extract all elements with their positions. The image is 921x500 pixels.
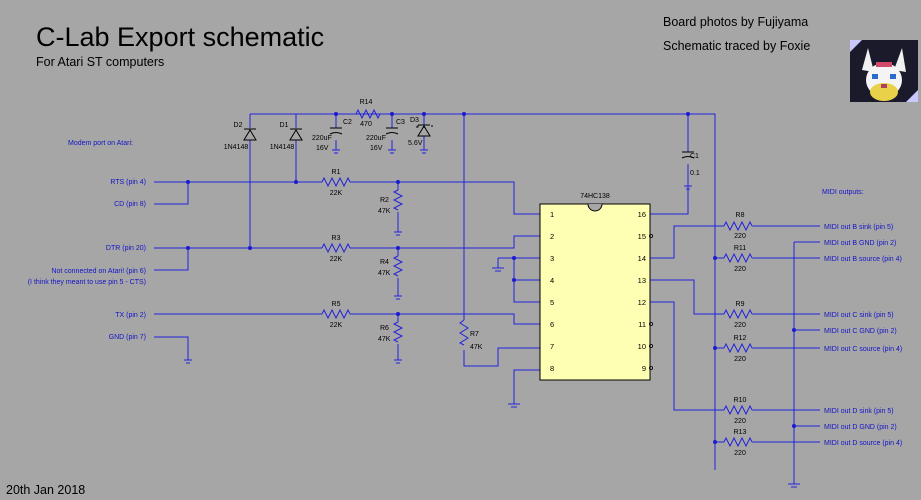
ic-pin-right-14: 14 bbox=[638, 254, 646, 263]
rts-label: RTS (pin 4) bbox=[110, 179, 146, 186]
credit-trace: Schematic traced by Foxie bbox=[663, 39, 810, 53]
ic-pin-right-11: 11 bbox=[638, 320, 646, 329]
dtr-label: DTR (pin 20) bbox=[106, 245, 146, 252]
r2-ref: R2 bbox=[380, 197, 389, 204]
r5-ref: R5 bbox=[332, 301, 341, 308]
d3-value: 5.6V bbox=[408, 140, 423, 147]
c2-value1: 220uF bbox=[312, 135, 332, 142]
c1-ref: C1 bbox=[690, 153, 699, 160]
schematic-subtitle: For Atari ST computers bbox=[36, 55, 164, 69]
r2-value: 47K bbox=[378, 208, 391, 215]
r1-value: 22K bbox=[330, 190, 343, 197]
midi-b-gnd: MIDI out B GND (pin 2) bbox=[824, 240, 896, 247]
c1-value: 0.1 bbox=[690, 170, 700, 177]
ic-pin-right-9: 9 bbox=[642, 364, 646, 373]
r10-value: 220 bbox=[734, 418, 746, 425]
ic-pin-left-8: 8 bbox=[550, 364, 554, 373]
r7-value: 47K bbox=[470, 344, 483, 351]
junctions bbox=[186, 112, 796, 444]
midi-d-sink: MIDI out D sink (pin 5) bbox=[824, 408, 894, 415]
d2-ref: D2 bbox=[234, 122, 243, 129]
midi-c-sink: MIDI out C sink (pin 5) bbox=[824, 312, 894, 319]
c3-value2: 16V bbox=[370, 145, 383, 152]
r7-ref: R7 bbox=[470, 331, 479, 338]
midi-c-gnd: MIDI out C GND (pin 2) bbox=[824, 328, 897, 335]
c3-value1: 220uF bbox=[366, 135, 386, 142]
d1-ref: D1 bbox=[280, 122, 289, 129]
r9-value: 220 bbox=[734, 322, 746, 329]
d1-value: 1N4148 bbox=[270, 144, 295, 151]
r3-value: 22K bbox=[330, 256, 343, 263]
tx-label: TX (pin 2) bbox=[115, 312, 146, 319]
fox-avatar bbox=[850, 40, 918, 102]
r9-ref: R9 bbox=[736, 301, 745, 308]
r14-value: 470 bbox=[360, 121, 372, 128]
r12-ref: R12 bbox=[734, 335, 747, 342]
r5-value: 22K bbox=[330, 322, 343, 329]
c2-ref: C2 bbox=[343, 119, 352, 126]
nc-note-label: (I think they meant to use pin 5 - CTS) bbox=[28, 279, 146, 286]
ic-pin-left-6: 6 bbox=[550, 320, 554, 329]
discrete-components bbox=[243, 124, 695, 159]
r12-value: 220 bbox=[734, 356, 746, 363]
ic-pin-left-7: 7 bbox=[550, 342, 554, 351]
ic-pin-left-1: 1 bbox=[550, 210, 554, 219]
ic-pin-left-2: 2 bbox=[550, 232, 554, 241]
r6-value: 47K bbox=[378, 336, 391, 343]
cd-label: CD (pin 8) bbox=[114, 201, 146, 208]
modem-port-label: Modem port on Atari: bbox=[68, 140, 133, 147]
credit-photos: Board photos by Fujiyama bbox=[663, 15, 808, 29]
ic-pin-left-5: 5 bbox=[550, 298, 554, 307]
midi-d-gnd: MIDI out D GND (pin 2) bbox=[824, 424, 897, 431]
midi-b-sink: MIDI out B sink (pin 5) bbox=[824, 224, 893, 231]
r3-ref: R3 bbox=[332, 235, 341, 242]
r13-value: 220 bbox=[734, 450, 746, 457]
midi-d-source: MIDI out D source (pin 4) bbox=[824, 440, 902, 447]
midi-c-source: MIDI out C source (pin 4) bbox=[824, 346, 902, 353]
ic-pin-right-16: 16 bbox=[638, 210, 646, 219]
r8-value: 220 bbox=[734, 233, 746, 240]
r13-ref: R13 bbox=[734, 429, 747, 436]
ic-pin-right-15: 15 bbox=[638, 232, 646, 241]
midi-labels: MIDI outputs: MIDI out B sink (pin 5) MI… bbox=[822, 189, 902, 447]
r14-ref: R14 bbox=[360, 99, 373, 106]
d3-ref: D3 bbox=[410, 117, 419, 124]
schematic-title: C-Lab Export schematic bbox=[36, 22, 324, 52]
ic-pin-left-3: 3 bbox=[550, 254, 554, 263]
ic-pin-right-10: 10 bbox=[638, 342, 646, 351]
wires bbox=[154, 108, 820, 488]
midi-heading: MIDI outputs: bbox=[822, 189, 864, 196]
r4-value: 47K bbox=[378, 270, 391, 277]
schematic-date: 20th Jan 2018 bbox=[6, 483, 85, 497]
ic-pin-left-4: 4 bbox=[550, 276, 554, 285]
r10-ref: R10 bbox=[734, 397, 747, 404]
c3-ref: C3 bbox=[396, 119, 405, 126]
r11-ref: R11 bbox=[734, 245, 746, 252]
component-labels: D2 1N4148 D1 1N4148 C2 220uF 16V R14 470… bbox=[224, 99, 747, 457]
midi-b-source: MIDI out B source (pin 4) bbox=[824, 256, 902, 263]
gnd-label: GND (pin 7) bbox=[109, 334, 146, 341]
ic-pin-right-13: 13 bbox=[638, 276, 646, 285]
r11-value: 220 bbox=[734, 266, 746, 273]
nc-label: Not connected on Atari! (pin 6) bbox=[51, 268, 146, 275]
ic-pin-right-12: 12 bbox=[638, 298, 646, 307]
c2-value2: 16V bbox=[316, 145, 329, 152]
r8-ref: R8 bbox=[736, 212, 745, 219]
ic-right-pins: 16 15 14 13 12 11 10 9 bbox=[638, 210, 646, 373]
ic-left-pins: 1 2 3 4 5 6 7 8 bbox=[550, 210, 554, 373]
r6-ref: R6 bbox=[380, 325, 389, 332]
ic-name: 74HC138 bbox=[580, 193, 610, 200]
r1-ref: R1 bbox=[332, 169, 341, 176]
d2-value: 1N4148 bbox=[224, 144, 249, 151]
r4-ref: R4 bbox=[380, 259, 389, 266]
